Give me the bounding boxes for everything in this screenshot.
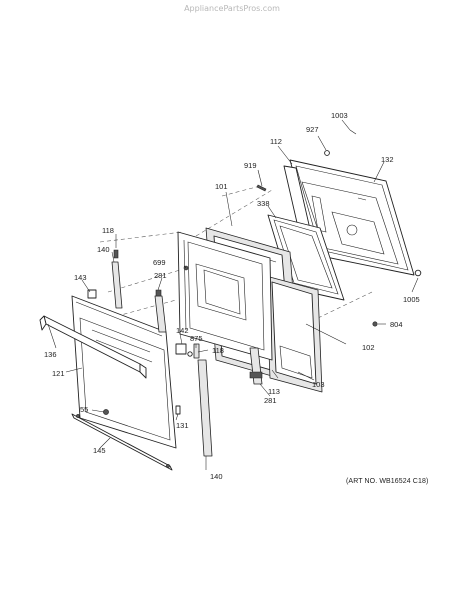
callout-927: 927 [306, 125, 319, 134]
left-side-rail [111, 249, 123, 309]
callout-875: 875 [190, 334, 203, 343]
door-inner-frame [177, 231, 273, 361]
hinge-left[interactable] [154, 289, 167, 333]
callout-140a: 140 [97, 245, 110, 254]
callout-118a: 118 [102, 226, 114, 235]
callout-131: 131 [176, 421, 189, 430]
callout-112: 112 [270, 137, 282, 146]
callout-142: 142 [176, 326, 189, 335]
leader-lines [47, 119, 419, 470]
callout-919: 919 [244, 161, 257, 170]
callout-145: 145 [93, 446, 106, 455]
callout-labels: 1003 927 112 132 919 101 338 118 140 143… [44, 111, 420, 481]
right-side-rail [197, 359, 213, 457]
callout-1003: 1003 [331, 111, 348, 120]
door-handle[interactable] [39, 315, 147, 379]
door-inner-panel [265, 275, 323, 393]
callout-136: 136 [44, 350, 57, 359]
watermark: AppliancePartsPros.com [184, 4, 280, 13]
callout-132: 132 [381, 155, 394, 164]
bottom-trim [71, 413, 173, 471]
callout-55: 55 [80, 405, 88, 414]
callout-281a: 281 [154, 271, 167, 280]
art-number: (ART NO. WB16524 C18) [346, 478, 429, 485]
callout-113: 113 [268, 387, 280, 396]
hinge-right[interactable] [249, 347, 263, 385]
callout-103: 103 [312, 380, 325, 389]
callout-699: 699 [153, 258, 166, 267]
callout-143: 143 [74, 273, 87, 282]
outer-door-panel [71, 295, 177, 449]
callout-101: 101 [215, 182, 228, 191]
callout-140b: 140 [210, 472, 223, 481]
callout-338: 338 [257, 199, 270, 208]
callout-804: 804 [390, 320, 403, 329]
small-hardware [87, 129, 422, 415]
callout-118b: 118 [212, 346, 224, 355]
callout-1005: 1005 [403, 295, 420, 304]
callout-121: 121 [52, 369, 65, 378]
callout-281b: 281 [264, 396, 277, 405]
callout-102: 102 [362, 343, 375, 352]
